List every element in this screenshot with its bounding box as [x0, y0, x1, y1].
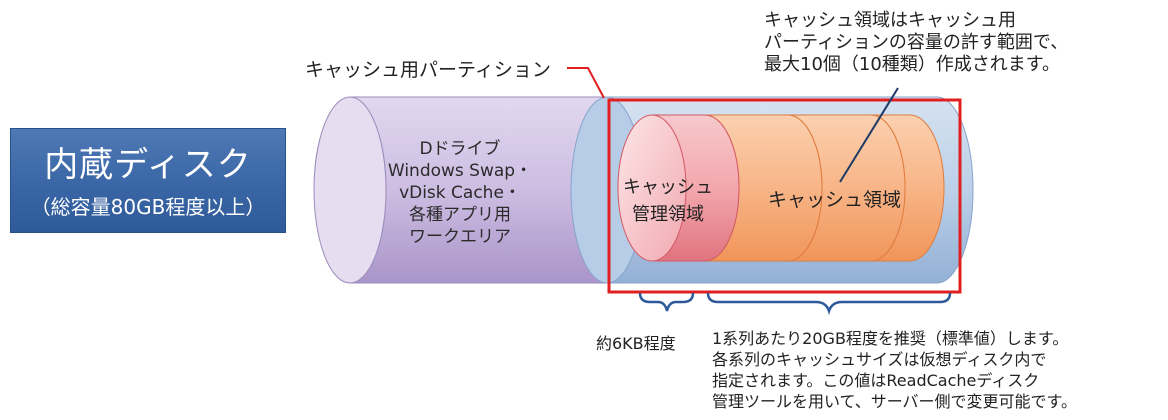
- d-drive-cylinder: [313, 96, 642, 284]
- d-drive-line: vDisk Cache・: [399, 183, 521, 203]
- cache-size-brace: [706, 292, 952, 315]
- cache-note-line: キャッシュ領域はキャッシュ用: [764, 10, 1016, 31]
- d-drive-line: 各種アプリ用: [409, 205, 511, 225]
- management-area-line: 管理領域: [632, 204, 704, 225]
- cache-partition-label: キャッシュ用パーティション: [305, 59, 551, 81]
- d-drive-line: Dドライブ: [419, 139, 501, 159]
- management-size-label: 約6KB程度: [596, 334, 676, 353]
- recommendation-note: 1系列あたり20GB程度を推奨（標準値）します。 各系列のキャッシュサイズは仮想…: [712, 328, 1077, 412]
- d-drive-line: ワークエリア: [409, 227, 511, 247]
- d-drive-label: Dドライブ Windows Swap・ vDisk Cache・ 各種アプリ用 …: [360, 138, 560, 248]
- management-area-line: キャッシュ: [623, 177, 713, 198]
- recommendation-line: 各系列のキャッシュサイズは仮想ディスク内で: [712, 350, 1047, 369]
- cache-note-line: 最大10個（10種類）作成されます。: [764, 54, 1061, 75]
- recommendation-line: 1系列あたり20GB程度を推奨（標準値）します。: [712, 329, 1069, 348]
- recommendation-line: 指定されます。この値はReadCacheディスク: [712, 371, 1040, 390]
- management-size-brace: [638, 292, 695, 312]
- internal-disk-box: 内蔵ディスク （総容量80GB程度以上）: [10, 128, 286, 233]
- internal-disk-title: 内蔵ディスク: [44, 145, 252, 185]
- management-area-cylinder: [617, 114, 740, 262]
- cache-area-note: キャッシュ領域はキャッシュ用 パーティションの容量の許す範囲で、 最大10個（1…: [764, 10, 1068, 76]
- d-drive-line: Windows Swap・: [387, 161, 533, 181]
- management-area-label: キャッシュ 管理領域: [618, 174, 718, 228]
- cache-note-line: パーティションの容量の許す範囲で、: [764, 32, 1069, 53]
- cache-area-label: キャッシュ領域: [768, 189, 902, 211]
- cache-note-callout-line: [839, 87, 899, 183]
- partition-callout-line: [567, 67, 605, 99]
- internal-disk-capacity: （総容量80GB程度以上）: [30, 195, 266, 219]
- cache-highlight-frame: [607, 98, 962, 294]
- recommendation-line: 管理ツールを用いて、サーバー側で変更可能です。: [712, 392, 1077, 411]
